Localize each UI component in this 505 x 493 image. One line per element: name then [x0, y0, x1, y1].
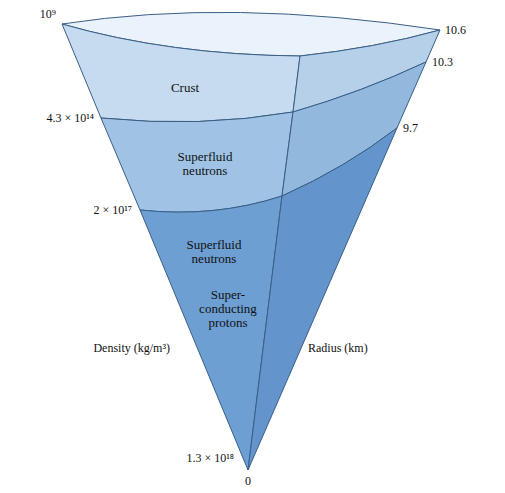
scale-label-box: 4.3 × 10¹⁴: [46, 111, 94, 125]
scale-label-box: 9.7: [403, 121, 418, 135]
scale-label-box: 1.3 × 10¹⁸: [186, 451, 234, 465]
scale-label-box: 10.3: [432, 55, 453, 69]
band-face: [101, 112, 293, 212]
layer-name: Superfluid neutrons: [174, 238, 254, 266]
scale-label-box: 10⁹: [40, 7, 56, 21]
layer-name: Super- conducting protons: [191, 288, 265, 330]
radius-value: Radius (km): [308, 341, 368, 355]
density-value: 1.3 × 10¹⁸: [186, 451, 234, 465]
scale-label-box: 2 × 10¹⁷: [93, 203, 132, 217]
radius-value: 10.3: [432, 55, 453, 69]
density-value: 10⁹: [40, 7, 56, 21]
scale-label-box: Density (kg/m³): [93, 341, 170, 355]
density-value: 0: [245, 474, 251, 488]
band-face: [248, 128, 397, 470]
radius-value: 10.6: [445, 23, 466, 37]
density-value: 4.3 × 10¹⁴: [46, 111, 94, 125]
layer-name: Crust: [145, 81, 225, 95]
density-value: Density (kg/m³): [93, 341, 170, 355]
band-label-box: Super- conducting protons: [191, 288, 265, 330]
layer-name: Superfluid neutrons: [165, 150, 245, 178]
scale-label-box: Radius (km): [308, 341, 368, 355]
scale-label-box: 10.6: [445, 23, 466, 37]
radius-value: 9.7: [403, 121, 418, 135]
band-label-box: Superfluid neutrons: [165, 150, 245, 178]
band-label-box: Superfluid neutrons: [174, 238, 254, 266]
density-value: 2 × 10¹⁷: [93, 203, 132, 217]
band-face: [62, 24, 300, 122]
scale-label-box: 0: [245, 474, 251, 488]
band-label-box: Crust: [145, 81, 225, 95]
